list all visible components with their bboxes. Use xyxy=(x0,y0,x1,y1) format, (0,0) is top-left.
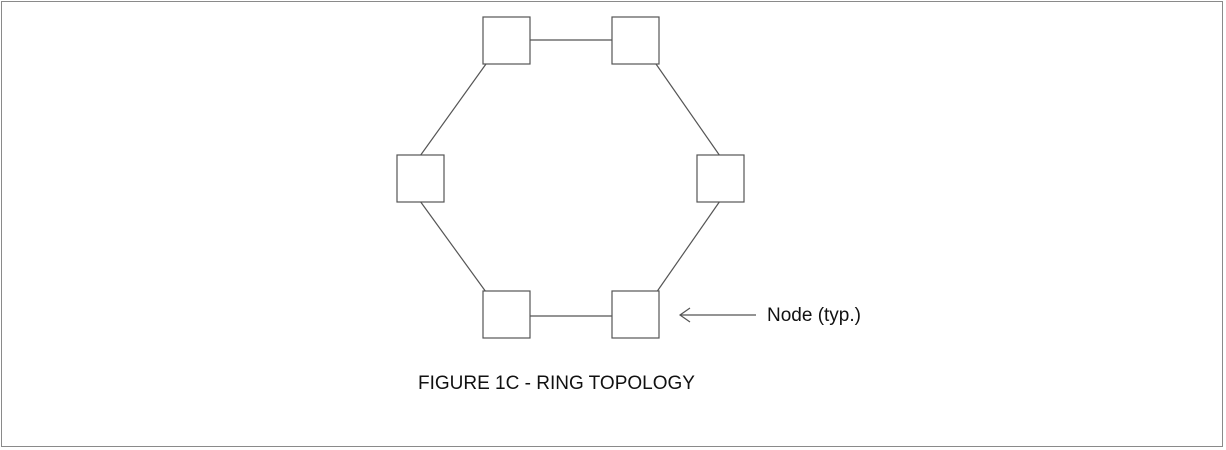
node-label: Node (typ.) xyxy=(767,305,861,326)
node-middle-right xyxy=(696,154,745,203)
link-lower-right xyxy=(655,200,721,294)
node-bottom-right xyxy=(611,290,660,339)
figure-caption: FIGURE 1C - RING TOPOLOGY xyxy=(418,373,695,394)
link-upper-right xyxy=(655,63,721,157)
node-bottom-left xyxy=(482,290,531,339)
node-top-right xyxy=(611,16,660,65)
node-middle-left xyxy=(396,154,445,203)
link-lower-left xyxy=(419,200,487,293)
link-upper-left xyxy=(419,63,487,157)
arrow-left-icon xyxy=(678,307,756,323)
node-top-left xyxy=(482,16,531,65)
